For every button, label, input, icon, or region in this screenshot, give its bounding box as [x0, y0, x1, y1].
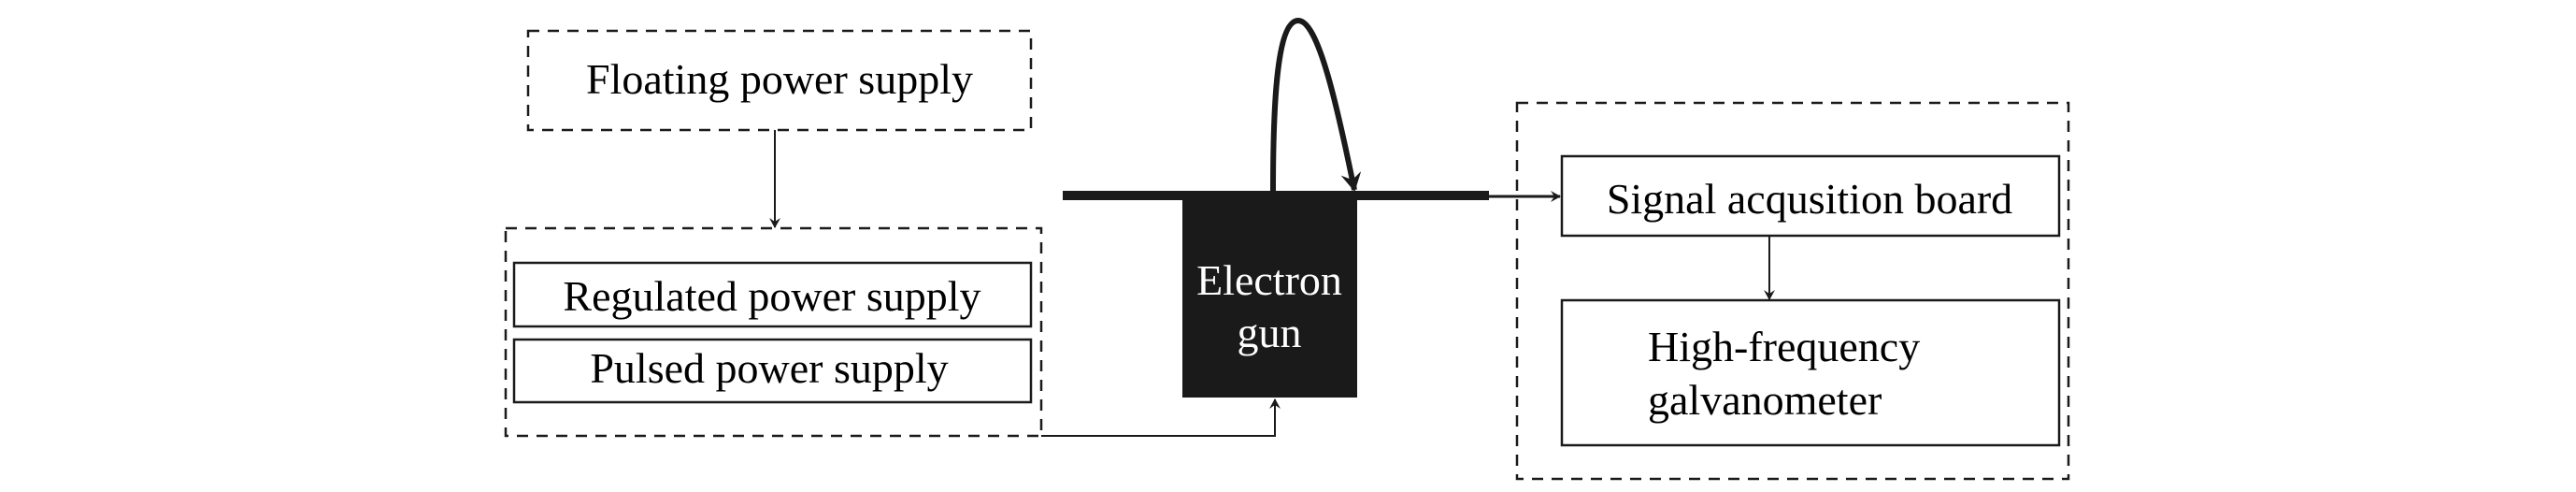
electron-gun-label-line1: Electron — [1196, 256, 1342, 304]
pulsed-power-supply-block — [512, 338, 1033, 404]
signal-acquisition-board-block — [1560, 154, 2061, 238]
power-supplies-group: Regulated power supply Pulsed power supp… — [504, 226, 1043, 438]
galvanometer-block — [1560, 298, 2061, 447]
regulated-power-supply-block — [512, 261, 1033, 328]
electron-beam-arc-arrow — [1270, 17, 1362, 192]
measurement-group: Signal acqusition board High-frequency g… — [1515, 101, 2070, 481]
pulsed-power-supply-label: Pulsed power supply — [590, 344, 948, 392]
gun-flange-bar — [1063, 191, 1489, 200]
signal-acquisition-board-label: Signal acqusition board — [1607, 175, 2012, 223]
electron-gun: Electron gun — [1063, 191, 1489, 398]
galvanometer-label-line2: galvanometer — [1648, 376, 1882, 424]
electron-gun-label-line2: gun — [1238, 309, 1302, 356]
galvanometer-label-line1: High-frequency — [1648, 323, 1920, 370]
floating-power-supply-label: Floating power supply — [586, 55, 973, 103]
arrow-supplies-to-gun — [1041, 398, 1281, 437]
regulated-power-supply-label: Regulated power supply — [563, 272, 980, 320]
floating-power-supply-block: Floating power supply — [526, 29, 1033, 132]
